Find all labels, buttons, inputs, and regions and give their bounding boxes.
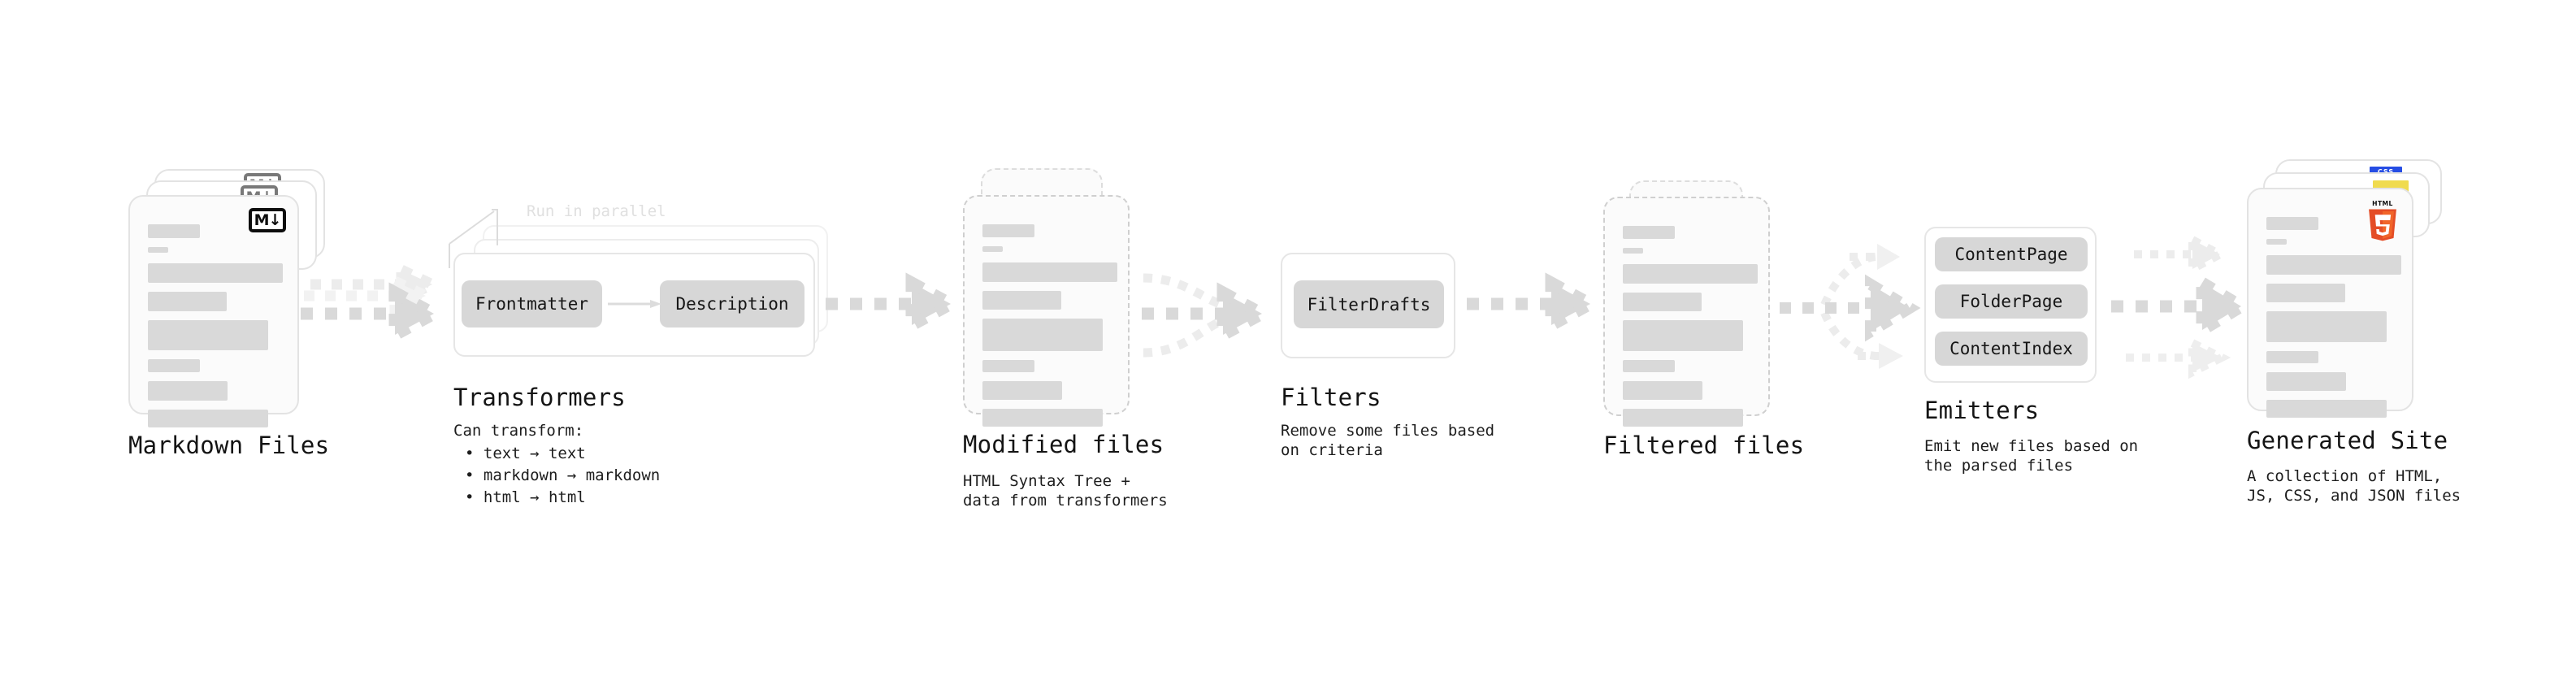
emitters-chip-folderpage[interactable]: FolderPage — [1935, 284, 2088, 319]
html5-icon: HTML — [2365, 199, 2400, 241]
emitters-chip-contentpage[interactable]: ContentPage — [1935, 237, 2088, 271]
modified-files-desc-1: HTML Syntax Tree + — [963, 472, 1130, 490]
skeleton-line — [2266, 217, 2318, 230]
emitters-title: Emitters — [1924, 397, 2040, 424]
transformers-title: Transformers — [453, 384, 626, 411]
arrow-markdown-to-transformers — [301, 261, 447, 345]
transformers-bullet-3: • html → html — [465, 488, 586, 506]
markdown-badge-letter: M — [254, 210, 270, 229]
transformers-description: Can transform: — [453, 422, 584, 440]
markdown-files-title: Markdown Files — [128, 432, 330, 459]
skeleton-line — [148, 263, 283, 283]
markdown-icon: M↓ — [249, 208, 286, 232]
skeleton-line — [982, 246, 1003, 252]
skeleton-line — [148, 224, 200, 238]
skeleton-line — [982, 262, 1117, 282]
generated-site-desc-2: JS, CSS, and JSON files — [2247, 487, 2461, 505]
generated-site-desc-1: A collection of HTML, — [2247, 467, 2443, 485]
skeleton-line — [2266, 311, 2387, 342]
markdown-skeleton-lines — [148, 224, 283, 436]
transformers-bullet-1: • text → text — [465, 445, 586, 462]
transformers-chip-frontmatter[interactable]: Frontmatter — [462, 280, 602, 327]
skeleton-line — [1623, 264, 1758, 284]
site-skeleton-lines — [2266, 217, 2401, 427]
skeleton-line — [982, 409, 1103, 427]
skeleton-line — [982, 224, 1034, 237]
run-in-parallel-label: Run in parallel — [527, 202, 666, 220]
svg-text:HTML: HTML — [2372, 200, 2393, 207]
filtered-skeleton-lines — [1623, 226, 1758, 436]
skeleton-line — [148, 247, 168, 253]
skeleton-line — [148, 292, 227, 311]
skeleton-line — [1623, 248, 1643, 254]
skeleton-line — [2266, 351, 2318, 363]
generated-site-title: Generated Site — [2247, 427, 2448, 454]
skeleton-line — [982, 360, 1034, 372]
skeleton-line — [1623, 293, 1702, 311]
modified-files-title: Modified files — [963, 431, 1164, 458]
filters-chip-filterdrafts[interactable]: FilterDrafts — [1294, 280, 1444, 328]
modified-card-front — [963, 195, 1130, 427]
skeleton-line — [1623, 360, 1675, 372]
emitters-desc-1: Emit new files based on — [1924, 437, 2139, 455]
skeleton-line — [982, 381, 1062, 400]
skeleton-line — [1623, 381, 1702, 400]
markdown-card-front: M↓ — [128, 195, 299, 427]
skeleton-line — [1623, 320, 1743, 351]
skeleton-line — [2266, 255, 2401, 275]
skeleton-line — [2266, 372, 2346, 391]
emitters-desc-2: the parsed files — [1924, 457, 2074, 475]
arrow-emitters-to-site — [2111, 232, 2253, 380]
skeleton-line — [2266, 400, 2387, 418]
skeleton-line — [148, 320, 268, 350]
filtered-card-front — [1603, 197, 1770, 427]
skeleton-line — [2266, 284, 2345, 302]
skeleton-line — [1623, 409, 1743, 427]
skeleton-line — [982, 291, 1061, 310]
filters-title: Filters — [1281, 384, 1381, 411]
emitters-chip-contentindex[interactable]: ContentIndex — [1935, 332, 2088, 366]
filters-desc-2: on criteria — [1281, 441, 1383, 459]
arrow-filtered-to-emitters — [1780, 244, 1921, 369]
skeleton-line — [148, 381, 228, 401]
modified-files-desc-2: data from transformers — [963, 492, 1168, 510]
arrow-modified-to-filters — [1142, 273, 1275, 358]
run-in-parallel-leader — [449, 209, 498, 268]
transformers-chip-description[interactable]: Description — [660, 280, 804, 327]
skeleton-line — [148, 410, 268, 427]
site-card-front: HTML — [2247, 188, 2413, 418]
skeleton-line — [982, 319, 1103, 351]
transformers-inner-arrow — [608, 300, 661, 308]
filters-desc-1: Remove some files based — [1281, 422, 1495, 440]
skeleton-line — [1623, 226, 1675, 239]
filtered-files-title: Filtered files — [1603, 432, 1805, 459]
arrow-filters-to-filtered — [1467, 272, 1603, 336]
skeleton-line — [2266, 239, 2287, 245]
modified-skeleton-lines — [982, 224, 1117, 436]
arrow-transformers-to-modified — [826, 272, 964, 336]
skeleton-line — [148, 359, 200, 372]
transformers-bullet-2: • markdown → markdown — [465, 466, 661, 484]
